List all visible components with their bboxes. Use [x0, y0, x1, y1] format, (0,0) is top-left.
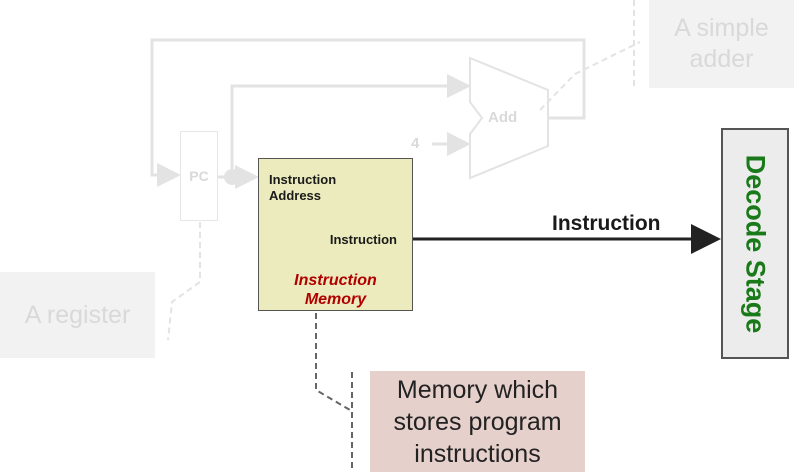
memory-callout-text: Memory which stores program instructions: [393, 375, 562, 468]
register-callout: A register: [0, 272, 155, 358]
memory-address-port-label: Instruction Address: [269, 172, 337, 203]
pc-feedback-wire: [150, 38, 586, 187]
memory-title: Instruction Memory: [294, 272, 377, 308]
adder-shape: [469, 56, 549, 180]
branch-node: [224, 169, 240, 185]
decode-stage-label: Decode Stage: [740, 154, 771, 333]
pc-register: PC: [180, 131, 218, 221]
adder-constant-label: 4: [411, 135, 420, 152]
register-callout-leader: [167, 222, 201, 341]
adder-callout: A simple adder: [649, 0, 794, 88]
memory-callout-leader: [315, 313, 351, 411]
memory-output-port-label: Instruction: [329, 232, 397, 247]
adder-label: Add: [488, 109, 518, 126]
instruction-memory-block: Instruction Address Instruction Instruct…: [258, 158, 413, 311]
memory-callout: Memory which stores program instructions: [370, 371, 585, 472]
register-callout-text: A register: [24, 300, 131, 329]
pc-label: PC: [189, 168, 209, 184]
adder-callout-leader: [539, 41, 641, 111]
adder-callout-text: A simple adder: [674, 14, 769, 73]
decode-stage-block: Decode Stage: [721, 128, 789, 359]
pc-to-adder-wire: [230, 74, 471, 169]
instruction-bus-label: Instruction: [552, 212, 661, 235]
